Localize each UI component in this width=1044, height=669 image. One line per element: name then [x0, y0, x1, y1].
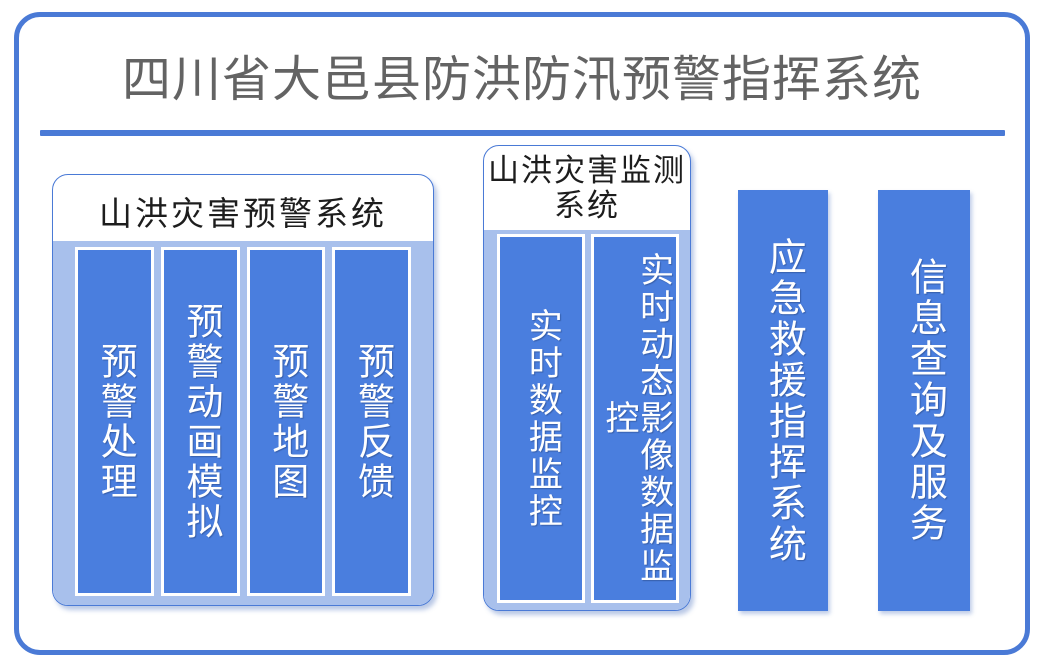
group-warning-system-title: 山洪灾害预警系统: [99, 197, 387, 233]
module-realtime-dynamic-image-data-monitoring[interactable]: 实时动态影像数据监控: [591, 234, 679, 603]
title-divider: [40, 130, 1005, 136]
module-emergency-rescue-command-system[interactable]: 应急救援指挥系统: [738, 190, 828, 611]
group-monitor-system[interactable]: 山洪灾害监测系统 实时数据监控 实时动态影像数据监控: [483, 145, 691, 611]
page-title-text: 四川省大邑县防洪防汛预警指挥系统: [121, 50, 922, 108]
group-monitor-system-body: 实时数据监控 实时动态影像数据监控: [484, 230, 690, 610]
module-realtime-data-monitoring[interactable]: 实时数据监控: [497, 234, 585, 603]
module-warning-map[interactable]: 预警地图: [246, 247, 326, 596]
module-information-query-and-service[interactable]: 信息查询及服务: [878, 190, 970, 611]
page-title: 四川省大邑县防洪防汛预警指挥系统: [19, 17, 1025, 133]
module-warning-feedback[interactable]: 预警反馈: [332, 247, 411, 596]
group-warning-system-body: 预警处理 预警动画模拟 预警地图 预警反馈: [53, 241, 433, 605]
group-monitor-system-title: 山洪灾害监测系统: [488, 153, 686, 223]
group-warning-system[interactable]: 山洪灾害预警系统 预警处理 预警动画模拟 预警地图 预警反馈: [52, 174, 434, 606]
module-warning-animation-simulation[interactable]: 预警动画模拟: [160, 247, 240, 596]
module-warning-processing[interactable]: 预警处理: [75, 247, 154, 596]
